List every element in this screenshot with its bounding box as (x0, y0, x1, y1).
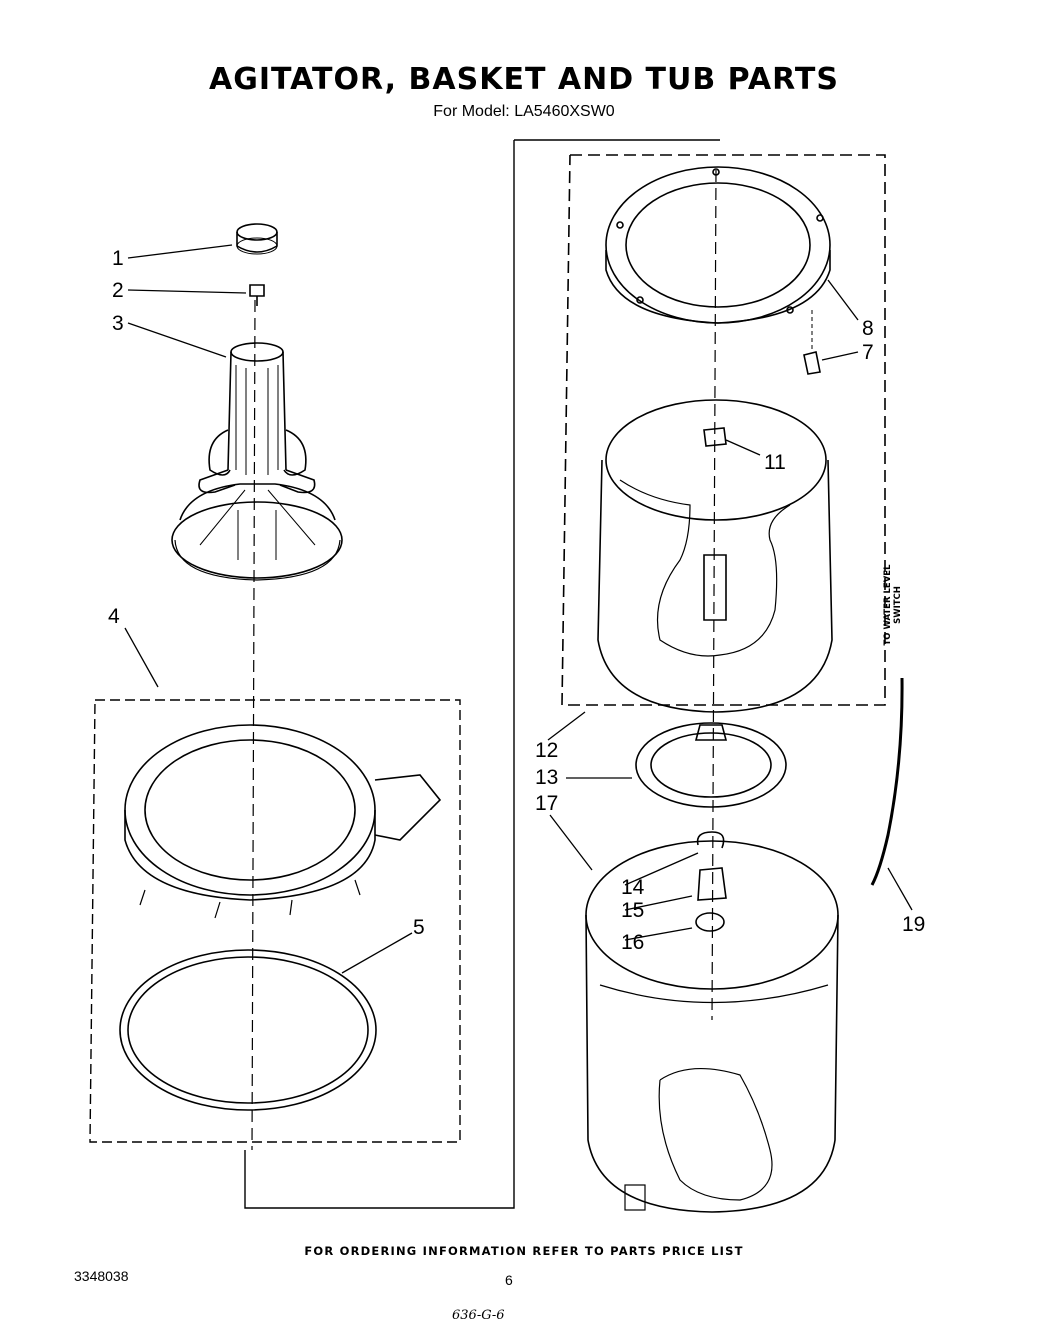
callout-4: 4 (108, 605, 120, 628)
callout-3: 3 (112, 312, 124, 335)
drive-seal-part (635, 722, 787, 808)
callout-14: 14 (621, 876, 645, 899)
water-level-hose-part (870, 677, 904, 886)
balance-ring-part (605, 166, 831, 324)
callout-15: 15 (621, 899, 645, 922)
basket-centerline (711, 169, 717, 1021)
callout-13: 13 (535, 766, 559, 789)
callout-5: 5 (413, 916, 425, 939)
tub-seal-part (119, 949, 377, 1111)
leader-lines (124, 244, 913, 974)
callout-7: 7 (862, 341, 874, 364)
callout-8: 8 (862, 317, 874, 340)
callout-1: 1 (112, 247, 124, 270)
wash-basket-part (597, 399, 833, 713)
model-subtitle: For Model: LA5460XSW0 (433, 103, 615, 120)
callout-12: 12 (535, 739, 559, 762)
ring-clip-part (696, 831, 725, 849)
page-number: 6 (505, 1272, 513, 1288)
water-level-switch-label: TO WATER LEVEL SWITCH (883, 564, 903, 646)
ordering-note: FOR ORDERING INFORMATION REFER TO PARTS … (304, 1244, 744, 1258)
handwritten-code: 636-G-6 (452, 1308, 505, 1323)
agitator-part (171, 342, 343, 581)
balance-ring-clip-part (803, 310, 821, 375)
agitator-bolt-part (249, 284, 265, 306)
callout-17: 17 (535, 792, 559, 815)
callout-19: 19 (902, 913, 926, 936)
callout-11: 11 (764, 451, 786, 474)
callout-16: 16 (621, 931, 645, 954)
assembly-connector-line (244, 140, 515, 1209)
outer-tub-part (585, 840, 839, 1213)
hub-part (697, 867, 727, 901)
part-4-group-box (89, 699, 461, 1143)
basket-group-box (561, 154, 886, 706)
page-title: AGITATOR, BASKET AND TUB PARTS (209, 62, 839, 97)
document-number: 3348038 (74, 1268, 129, 1284)
basket-nut-part (703, 427, 727, 447)
agitator-cap-part (236, 223, 278, 255)
tub-ring-part (124, 724, 442, 919)
callout-2: 2 (112, 279, 124, 302)
spanner-nut-part (695, 912, 725, 932)
